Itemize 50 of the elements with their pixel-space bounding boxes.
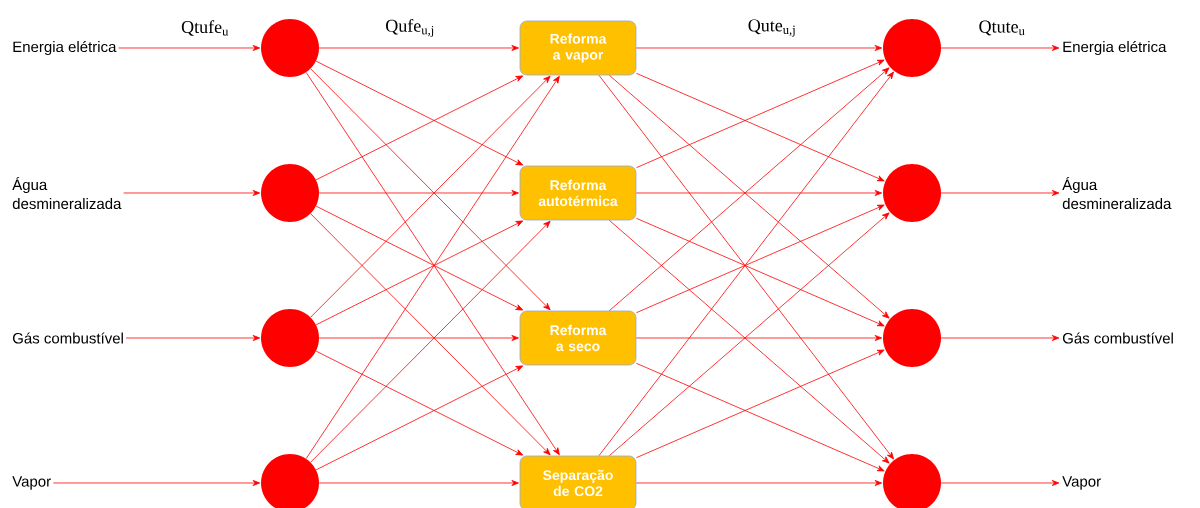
arrow — [636, 362, 885, 472]
label-text: Vapor — [12, 476, 51, 490]
process-box: Reforma a seco — [519, 310, 637, 366]
arrow — [636, 217, 885, 327]
circle — [883, 164, 941, 222]
flow-label: Qute$_{u,j}$ — [748, 19, 795, 37]
circle — [261, 309, 319, 367]
flow-label: Qtute$_{u}$ — [979, 20, 1025, 36]
arrow — [125, 335, 261, 341]
arrow — [315, 365, 524, 471]
arrow — [52, 480, 261, 486]
label-text: Gás combustível — [1062, 332, 1173, 344]
arrow — [318, 45, 519, 51]
label-text: Vapor — [1062, 476, 1101, 490]
arrow — [636, 349, 885, 459]
circle — [261, 164, 319, 222]
arrow — [315, 75, 524, 181]
arrow — [318, 335, 519, 341]
arrow — [318, 480, 519, 486]
arrow — [315, 350, 524, 456]
arrow — [636, 190, 883, 196]
flow-label: Qtufe$_{u}$ — [181, 20, 229, 36]
flow-label: Qufe$_{u,j}$ — [386, 19, 434, 37]
arrow — [315, 205, 524, 311]
label-text: Água desmineralizada — [1062, 176, 1172, 210]
label-text: Energia elétrica — [1063, 40, 1167, 56]
arrow — [123, 190, 261, 196]
label-text: Energia elétrica — [13, 40, 117, 56]
label-text: Gás combustível — [12, 332, 123, 344]
arrow — [315, 60, 524, 166]
arrow — [636, 45, 883, 51]
arrow — [636, 480, 883, 486]
arrow — [636, 59, 885, 169]
arrow — [636, 204, 885, 314]
arrow — [940, 45, 1060, 51]
arrow — [940, 480, 1060, 486]
process-box: Separação de CO2 — [519, 455, 637, 508]
process-box: Reforma autotérmica — [519, 165, 637, 221]
arrow — [318, 190, 519, 196]
arrow — [940, 190, 1060, 196]
arrow — [118, 45, 261, 51]
process-box: Reforma a vapor — [519, 20, 637, 76]
circle — [883, 19, 941, 77]
label-text: Água desmineralizada — [12, 176, 122, 210]
arrow — [315, 220, 524, 326]
arrow — [636, 72, 885, 182]
circle — [883, 309, 941, 367]
arrow — [636, 335, 883, 341]
circle — [261, 19, 319, 77]
arrow — [940, 335, 1060, 341]
